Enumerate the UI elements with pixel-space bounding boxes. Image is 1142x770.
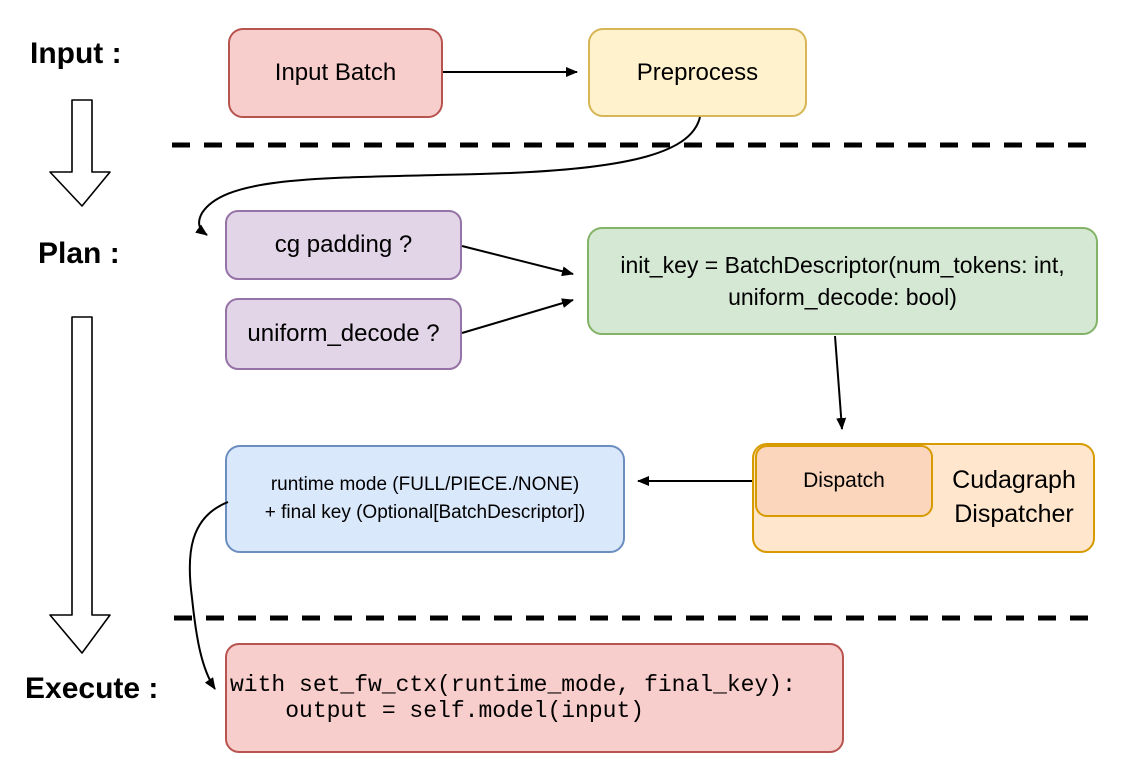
node-uniform-decode-label: uniform_decode ? bbox=[247, 320, 440, 347]
node-cg-padding: cg padding ? bbox=[225, 210, 462, 280]
node-preprocess-label: Preprocess bbox=[636, 58, 759, 86]
node-init-key: init_key = BatchDescriptor(num_tokens: i… bbox=[587, 227, 1098, 335]
execute-code-line1: with set_fw_ctx(runtime_mode, final_key)… bbox=[230, 672, 796, 698]
edge-uniform-decode-to-init-key bbox=[461, 298, 574, 334]
cudagraph-dispatcher-label: Cudagraph Dispatcher bbox=[933, 443, 1095, 553]
node-runtime-mode-line1: runtime mode (FULL/PIECE./NONE) bbox=[270, 474, 580, 496]
node-preprocess: Preprocess bbox=[588, 28, 807, 117]
edge-cg-padding-to-init-key bbox=[461, 245, 574, 277]
cudagraph-dispatcher-line1: Cudagraph bbox=[952, 466, 1076, 495]
node-dispatch-label: Dispatch bbox=[803, 468, 885, 492]
node-init-key-line2: uniform_decode: bool) bbox=[728, 284, 957, 310]
node-runtime-mode-line2: + final key (Optional[BatchDescriptor]) bbox=[264, 502, 586, 523]
cudagraph-dispatcher-line2: Dispatcher bbox=[954, 500, 1074, 528]
stage-label-execute: Execute : bbox=[25, 672, 159, 705]
edge-init-key-to-dispatch bbox=[834, 335, 847, 430]
node-input-batch-label: Input Batch bbox=[274, 59, 397, 86]
node-cg-padding-label: cg padding ? bbox=[274, 231, 413, 258]
stage-arrow-plan-to-execute-icon bbox=[49, 316, 111, 654]
stage-label-plan: Plan : bbox=[38, 237, 120, 270]
node-init-key-line1: init_key = BatchDescriptor(num_tokens: i… bbox=[620, 251, 1065, 278]
edge-runtime-mode-to-execute-code bbox=[188, 501, 229, 690]
node-dispatch: Dispatch bbox=[755, 445, 933, 517]
node-uniform-decode: uniform_decode ? bbox=[225, 298, 462, 370]
stage-arrow-input-to-plan-icon bbox=[49, 99, 111, 207]
stage-label-input: Input : bbox=[30, 37, 122, 70]
node-input-batch: Input Batch bbox=[228, 28, 443, 118]
node-runtime-mode: runtime mode (FULL/PIECE./NONE) + final … bbox=[225, 445, 625, 553]
execute-code-line2: output = self.model(input) bbox=[230, 698, 645, 724]
node-execute-code: with set_fw_ctx(runtime_mode, final_key)… bbox=[225, 643, 844, 753]
